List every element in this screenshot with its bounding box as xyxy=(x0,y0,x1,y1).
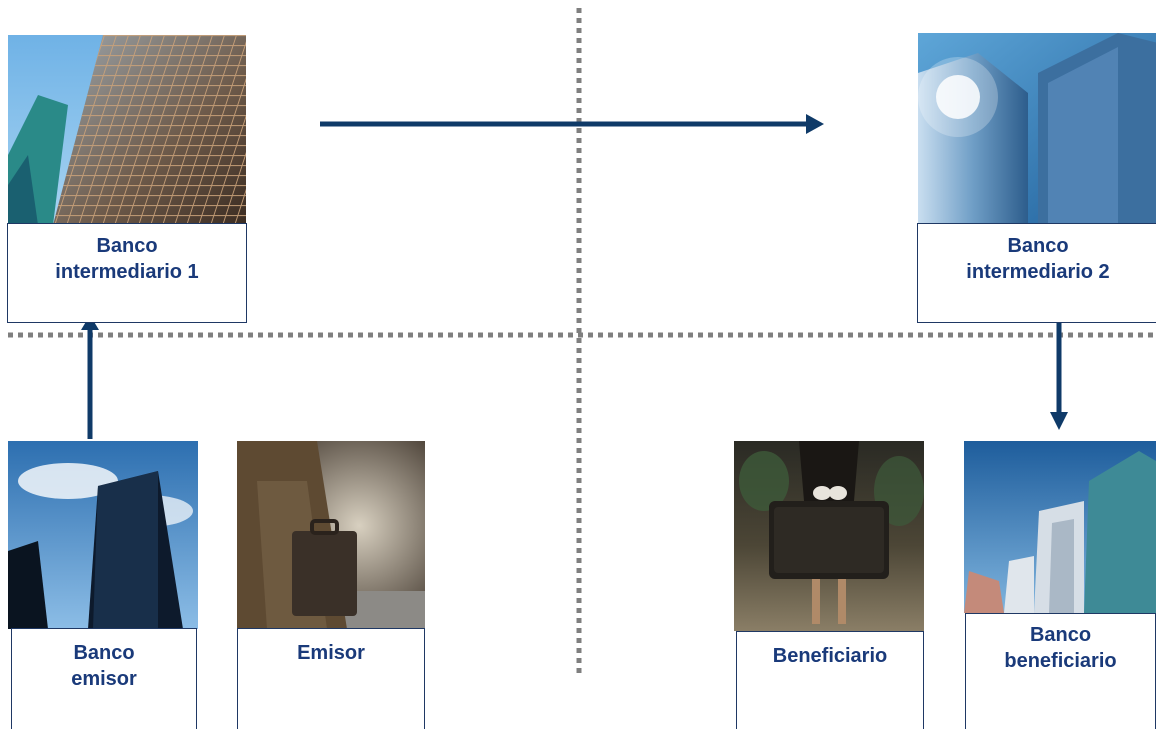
office-tower-sky-photo xyxy=(8,441,198,629)
arrowhead-down xyxy=(1050,412,1068,430)
label-banco-emisor: Banco emisor xyxy=(11,628,197,729)
label-text: Beneficiario xyxy=(772,645,888,667)
label-beneficiario: Beneficiario xyxy=(736,631,924,729)
glass-skyscraper-photo xyxy=(8,35,246,225)
woman-briefcase-photo xyxy=(734,441,924,631)
city-skyline-photo xyxy=(964,441,1156,613)
twin-towers-photo xyxy=(918,33,1156,225)
label-emisor: Emisor xyxy=(237,628,425,729)
label-banco-intermediario-2: Banco intermediario 2 xyxy=(917,223,1156,323)
label-text: Banco emisor xyxy=(71,642,137,690)
label-banco-beneficiario: Banco beneficiario xyxy=(965,613,1156,729)
arrowhead-right xyxy=(806,114,824,134)
label-text: Banco intermediario 1 xyxy=(55,235,199,283)
label-text: Banco beneficiario xyxy=(1004,624,1117,672)
label-banco-intermediario-1: Banco intermediario 1 xyxy=(7,223,247,323)
label-text: Emisor xyxy=(297,642,365,664)
label-text: Banco intermediario 2 xyxy=(966,235,1110,283)
businessman-briefcase-photo xyxy=(237,441,425,629)
